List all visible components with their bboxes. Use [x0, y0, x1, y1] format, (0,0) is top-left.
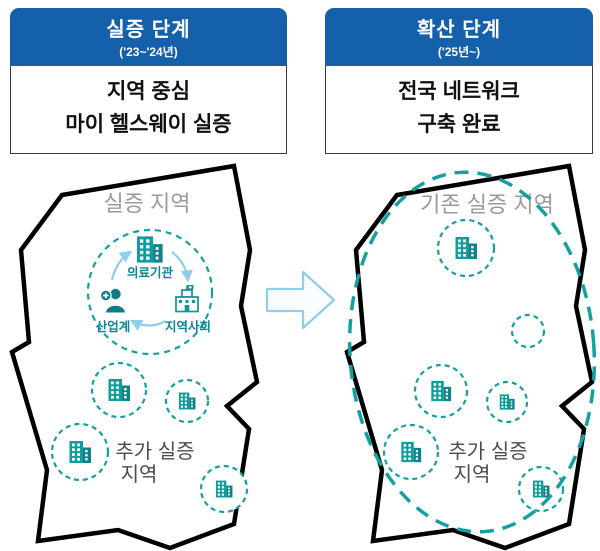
- pilot-phase-body: 지역 중심 마이 헬스웨이 실증: [10, 66, 287, 154]
- medical-label: 의료기관: [127, 265, 174, 280]
- pilot-phase-box: 실증 단계 ('23~'24년) 지역 중심 마이 헬스웨이 실증: [10, 8, 287, 154]
- cycle-arrow-bottom: [129, 319, 167, 331]
- expansion-extra-label-line2: 지역: [454, 463, 491, 486]
- pilot-body-line1: 지역 중심: [106, 80, 191, 103]
- nationwide-network-ellipse: [347, 170, 597, 534]
- pilot-phase-period: ('23~'24년): [119, 45, 178, 59]
- expansion-phase-title: 확산 단계: [416, 19, 502, 41]
- expansion-phase-box: 확산 단계 ('25년~) 전국 네트워크 구축 완료: [325, 8, 593, 154]
- expansion-map: 기존 실증 지역 추가 실증 지역: [344, 163, 597, 551]
- expansion-phase-header: 확산 단계 ('25년~): [325, 8, 593, 66]
- expansion-body-line1: 전국 네트워크: [398, 80, 520, 103]
- expansion-region-label: 기존 실증 지역: [420, 192, 554, 217]
- expansion-extra-label-line1: 추가 실증: [448, 440, 527, 463]
- pilot-phase-header: 실증 단계 ('23~'24년): [10, 8, 287, 66]
- pilot-extra-label-line2: 지역: [121, 463, 158, 486]
- community-label: 지역사회: [165, 319, 211, 334]
- pilot-region-label: 실증 지역: [103, 191, 190, 216]
- pilot-cycle-circle: [86, 228, 214, 356]
- pilot-map: 실증 지역 의료기관 산업계 지역사회 추가 실증 지역: [9, 163, 260, 551]
- industry-label: 산업계: [96, 319, 131, 334]
- cycle-arrow-top-right: [171, 251, 193, 283]
- cycle-arrow-left-top: [110, 250, 132, 281]
- pilot-phase-title: 실증 단계: [106, 19, 191, 41]
- empty-site-circle: [510, 313, 546, 349]
- expansion-phase-body: 전국 네트워크 구축 완료: [325, 66, 593, 154]
- expansion-body-line2: 구축 완료: [417, 113, 501, 136]
- pilot-extra-label-line1: 추가 실증: [115, 440, 194, 463]
- expansion-phase-period: ('25년~): [437, 45, 481, 59]
- pilot-body-line2: 마이 헬스웨이 실증: [65, 113, 232, 136]
- phase-transition-arrow: [265, 270, 336, 330]
